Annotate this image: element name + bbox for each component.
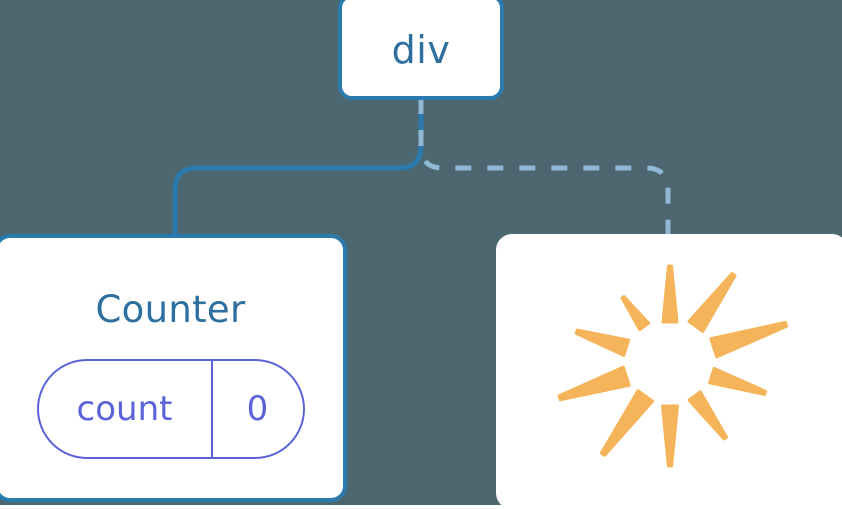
prop-pill-count[interactable]: count 0: [36, 359, 305, 459]
edge-root-to-burst: [418, 98, 671, 240]
starburst-ray: [574, 328, 631, 357]
node-burst[interactable]: [496, 234, 842, 509]
starburst-ray: [687, 272, 737, 333]
prop-key: count: [76, 389, 173, 429]
starburst-ray: [557, 365, 631, 402]
starburst-ray: [620, 295, 651, 332]
starburst-ray: [708, 366, 768, 396]
starburst-ray: [687, 390, 728, 441]
starburst-icon: [557, 264, 789, 468]
starburst-ray: [709, 320, 789, 359]
starburst-ray: [599, 389, 655, 457]
node-counter-label: Counter: [95, 288, 246, 331]
node-div[interactable]: div: [338, 0, 504, 100]
prop-value: 0: [210, 361, 303, 457]
starburst-ray: [661, 264, 679, 324]
edge-root-to-counter: [172, 95, 424, 243]
node-div-label: div: [391, 28, 451, 72]
node-counter[interactable]: Counter count 0: [0, 234, 347, 502]
starburst-ray: [661, 404, 679, 468]
